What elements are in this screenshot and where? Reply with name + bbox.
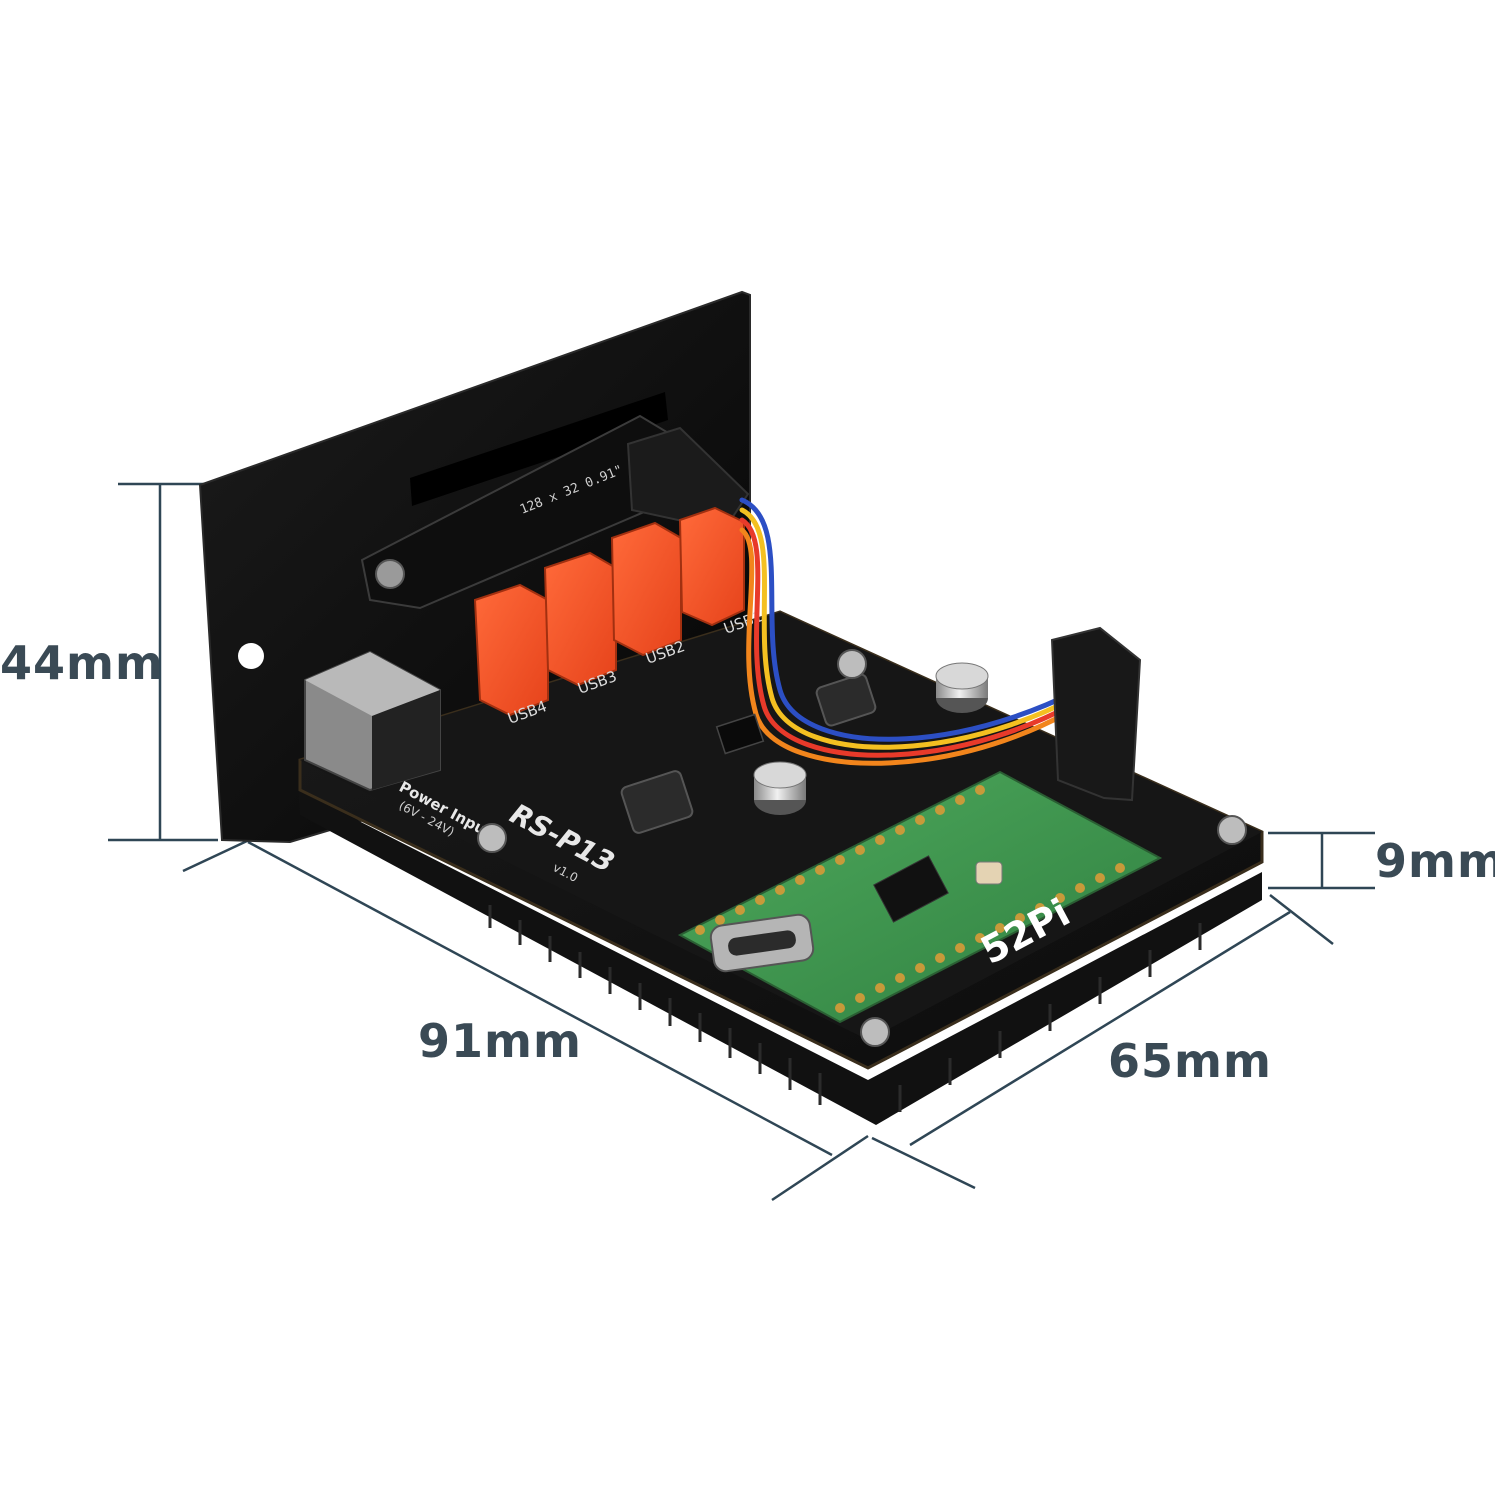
capacitor-1 [935, 662, 989, 713]
oled-module: 128 x 32 0.91" [360, 414, 682, 610]
dimension-lines [108, 482, 1375, 1202]
capacitor-2 [753, 761, 807, 815]
power-connector [304, 650, 441, 792]
width-tick-right [1269, 894, 1334, 945]
ribbon-cable [739, 497, 1133, 766]
screw-3 [1217, 815, 1247, 845]
bootsel-button [975, 861, 1003, 885]
pico-board [677, 770, 1163, 1024]
length-line [247, 840, 833, 1157]
width-dimension-label: 65mm [1108, 1034, 1272, 1088]
screw-2 [837, 649, 867, 679]
height-dimension-label: 44mm [0, 636, 164, 690]
inductor-2 [815, 673, 877, 727]
right-pin-header [1050, 626, 1142, 802]
usb-connector-2 [610, 521, 682, 657]
length-dimension-label: 91mm [418, 1014, 582, 1068]
heatsink-base [298, 790, 1262, 1125]
bracket-slot [410, 392, 668, 506]
product: 128 x 32 0.91" USB4 USB3 U [198, 290, 1264, 1125]
ic-chip [715, 713, 765, 755]
usb-connector-3 [543, 551, 617, 687]
heatsink-fins [488, 905, 1202, 1112]
screw-1 [477, 823, 507, 853]
screw-4 [860, 1017, 890, 1047]
width-tick-left [871, 1136, 976, 1190]
width-line [909, 910, 1291, 1147]
pico-pins [695, 785, 1125, 1013]
inductor [620, 770, 694, 834]
usb-connectors: USB4 USB3 USB2 USB1 [473, 506, 765, 728]
usb-connector-4 [473, 583, 549, 717]
length-tick-right [771, 1134, 869, 1202]
pcb-top [300, 612, 1262, 1040]
oled-header [626, 426, 750, 532]
thickness-dimension-label: 9mm [1375, 834, 1495, 888]
usb-connector-1 [678, 506, 745, 627]
bracket-screw-hole [238, 643, 264, 669]
rp2040-chip [873, 855, 949, 923]
